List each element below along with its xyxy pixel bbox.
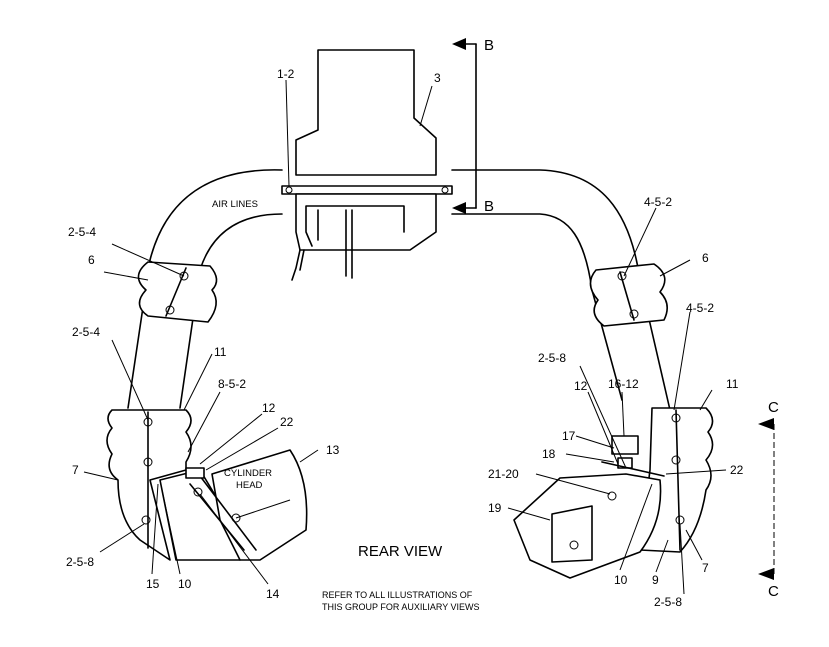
callout-3: 3 bbox=[434, 71, 441, 85]
callout-4-5-2-a: 4-5-2 bbox=[644, 195, 672, 209]
callout-12-left: 12 bbox=[262, 401, 276, 415]
callout-15: 15 bbox=[146, 577, 160, 591]
left-cylinder-adapter bbox=[159, 449, 308, 561]
callout-8-5-2: 8-5-2 bbox=[218, 377, 246, 391]
callout-11-right: 11 bbox=[726, 377, 739, 391]
callout-4-5-2-b: 4-5-2 bbox=[686, 301, 714, 315]
section-c-marker bbox=[758, 418, 775, 580]
callout-18: 18 bbox=[542, 447, 556, 461]
callout-16-12: 16-12 bbox=[608, 377, 639, 391]
labels: 1-2 3 AIR LINES B B 2-5-4 6 2-5-4 11 8-5… bbox=[66, 37, 779, 612]
callout-11-left: 11 bbox=[214, 345, 227, 359]
right-coupling-clamp bbox=[589, 263, 668, 327]
callout-10-right: 10 bbox=[614, 573, 628, 587]
callout-1-2: 1-2 bbox=[277, 67, 295, 81]
section-b-marker bbox=[452, 38, 477, 214]
air-cleaner-housing bbox=[295, 49, 437, 176]
callout-19: 19 bbox=[488, 501, 502, 515]
leader-lines bbox=[83, 79, 727, 595]
note-line-2: THIS GROUP FOR AUXILIARY VIEWS bbox=[322, 602, 480, 612]
callout-14: 14 bbox=[266, 587, 280, 601]
lower-housing bbox=[291, 193, 437, 281]
left-coupling-clamp bbox=[137, 261, 218, 323]
section-b-top-label: B bbox=[484, 37, 494, 54]
callout-9: 9 bbox=[652, 573, 659, 587]
callout-2-5-8-right-top: 2-5-8 bbox=[538, 351, 566, 365]
callout-22-right: 22 bbox=[730, 463, 744, 477]
callout-2-5-4-a: 2-5-4 bbox=[68, 225, 96, 239]
callout-12-right: 12 bbox=[574, 379, 588, 393]
callout-2-5-8-right-bottom: 2-5-8 bbox=[654, 595, 682, 609]
callout-6-left: 6 bbox=[88, 253, 95, 267]
callout-13: 13 bbox=[326, 443, 340, 457]
cylinder-label-line1: CYLINDER bbox=[224, 468, 272, 479]
left-elbow bbox=[106, 409, 192, 561]
callout-17: 17 bbox=[562, 429, 576, 443]
section-b-mid-label: B bbox=[484, 198, 494, 215]
callout-7-left: 7 bbox=[72, 463, 79, 477]
right-cylinder-adapter bbox=[513, 435, 665, 579]
section-c-top-label: C bbox=[768, 399, 779, 416]
note-line-1: REFER TO ALL ILLUSTRATIONS OF bbox=[322, 590, 473, 600]
section-c-bottom-label: C bbox=[768, 583, 779, 600]
callout-10-left: 10 bbox=[178, 577, 192, 591]
callout-6-right: 6 bbox=[702, 251, 709, 265]
callout-2-5-4-b: 2-5-4 bbox=[72, 325, 100, 339]
callout-7-right: 7 bbox=[702, 561, 709, 575]
top-clamp-band bbox=[281, 185, 453, 195]
air-lines-label: AIR LINES bbox=[212, 199, 258, 210]
cylinder-label-line2: HEAD bbox=[236, 480, 263, 491]
callout-21-20: 21-20 bbox=[488, 467, 519, 481]
callout-22-left: 22 bbox=[280, 415, 294, 429]
view-title: REAR VIEW bbox=[358, 543, 443, 560]
callout-2-5-8-left: 2-5-8 bbox=[66, 555, 94, 569]
